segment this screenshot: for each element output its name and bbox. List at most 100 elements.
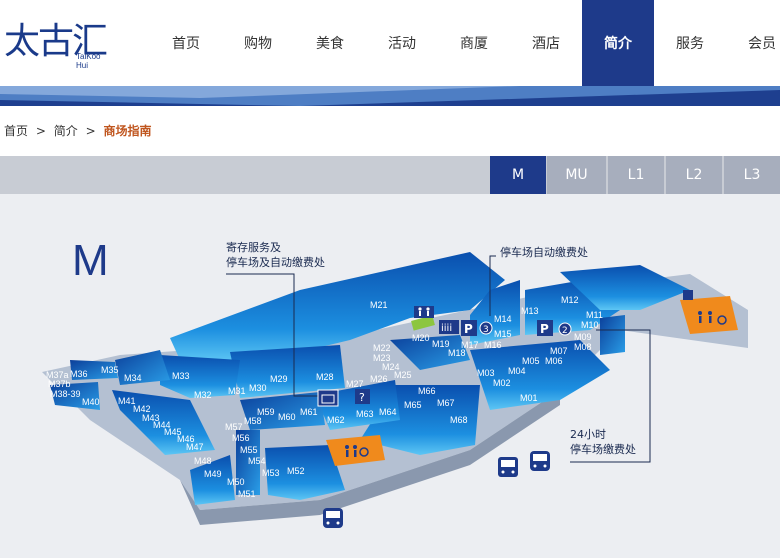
shop-m11[interactable]: M11 (586, 310, 603, 320)
shop-m22[interactable]: M22 (373, 343, 391, 353)
nav-events[interactable]: 活动 (388, 36, 416, 52)
nav-home[interactable]: 首页 (172, 36, 200, 52)
shop-m59[interactable]: M59 (257, 407, 275, 417)
nav-dining[interactable]: 美食 (316, 36, 344, 52)
nav-shopping[interactable]: 购物 (244, 36, 272, 52)
breadcrumb-home[interactable]: 首页 (4, 124, 29, 138)
shop-m13[interactable]: M13 (521, 306, 539, 316)
storage-annotation-line2: 停车场及自动缴费处 (226, 255, 325, 269)
shop-m34[interactable]: M34 (124, 373, 142, 383)
shop-m58[interactable]: M58 (244, 416, 262, 426)
floor-tab-l1[interactable]: L1 (608, 156, 664, 194)
shop-m18[interactable]: M18 (448, 348, 466, 358)
shop-m49[interactable]: M49 (204, 469, 222, 479)
restroom-icon[interactable]: iiii (439, 320, 459, 334)
shop-m12[interactable]: M12 (561, 295, 579, 305)
shop-m06[interactable]: M06 (545, 356, 563, 366)
shop-m52[interactable]: M52 (287, 466, 305, 476)
shop-m65[interactable]: M65 (404, 400, 422, 410)
shop-m61[interactable]: M61 (300, 407, 318, 417)
shop-m66[interactable]: M66 (418, 386, 436, 396)
shop-m27[interactable]: M27 (346, 379, 364, 389)
info-question-icon[interactable]: ? (355, 389, 370, 404)
shop-m07[interactable]: M07 (550, 346, 568, 356)
nav-about[interactable]: 简介 (582, 0, 654, 86)
metro-icon[interactable] (530, 451, 550, 471)
shop-m02[interactable]: M02 (493, 378, 511, 388)
bus-icon[interactable] (498, 457, 518, 477)
shop-m68[interactable]: M68 (450, 415, 468, 425)
shop-m19[interactable]: M19 (432, 339, 450, 349)
shop-m60[interactable]: M60 (278, 412, 296, 422)
shop-m46[interactable]: M46 (177, 434, 195, 444)
nav-hotel[interactable]: 酒店 (532, 36, 560, 52)
shop-m36[interactable]: M36 (70, 369, 88, 379)
metro-icon[interactable] (323, 508, 343, 528)
shop-m17[interactable]: M17 (461, 340, 479, 350)
shop-m14[interactable]: M14 (494, 314, 512, 324)
shop-m30[interactable]: M30 (249, 383, 267, 393)
breadcrumb-section[interactable]: 简介 (53, 124, 78, 138)
shop-m43[interactable]: M43 (142, 413, 160, 423)
shop-m25[interactable]: M25 (394, 370, 412, 380)
shop-m53[interactable]: M53 (262, 468, 280, 478)
shop-m40[interactable]: M40 (82, 397, 100, 407)
shop-m23[interactable]: M23 (373, 353, 391, 363)
shop-m35[interactable]: M35 (101, 365, 119, 375)
shop-m20[interactable]: M20 (412, 333, 430, 343)
shop-m32[interactable]: M32 (194, 390, 212, 400)
nav-members[interactable]: 会员 (748, 36, 776, 52)
shop-m16[interactable]: M16 (484, 340, 502, 350)
shop-m01[interactable]: M01 (520, 393, 538, 403)
shop-m37b[interactable]: M37b (48, 379, 71, 389)
restroom-icon[interactable] (414, 306, 434, 318)
shop-m45[interactable]: M45 (164, 427, 182, 437)
nav-office[interactable]: 商厦 (460, 36, 488, 52)
shop-m03[interactable]: M03 (477, 368, 495, 378)
shop-m38-39[interactable]: M38-39 (50, 389, 81, 399)
parking-icon[interactable]: P (461, 320, 477, 336)
shop-m47[interactable]: M47 (186, 442, 204, 452)
shop-m15[interactable]: M15 (494, 329, 512, 339)
floor-tab-l2[interactable]: L2 (666, 156, 722, 194)
floor-tab-l3[interactable]: L3 (724, 156, 780, 194)
shop-m05[interactable]: M05 (522, 356, 540, 366)
shop-m08[interactable]: M08 (574, 342, 592, 352)
shop-m28[interactable]: M28 (316, 372, 334, 382)
storage-locker-icon[interactable] (317, 389, 339, 407)
shop-m67[interactable]: M67 (437, 398, 455, 408)
shop-m26[interactable]: M26 (370, 374, 388, 384)
breadcrumb-current: 商场指南 (103, 124, 152, 138)
escalator-icon[interactable] (683, 290, 693, 300)
shop-m33[interactable]: M33 (172, 371, 190, 381)
shop-m04[interactable]: M04 (508, 366, 526, 376)
shop-m62[interactable]: M62 (327, 415, 345, 425)
shop-m09[interactable]: M09 (574, 332, 592, 342)
shop-m54[interactable]: M54 (248, 456, 266, 466)
shop-m21[interactable]: M21 (370, 300, 388, 310)
shop-m44[interactable]: M44 (153, 420, 171, 430)
shop-m42[interactable]: M42 (133, 404, 151, 414)
shop-m41[interactable]: M41 (118, 396, 136, 406)
restroom-icon[interactable] (698, 311, 727, 325)
shop-m51[interactable]: M51 (238, 489, 256, 499)
shop-m10[interactable]: M10 (581, 320, 599, 330)
shop-m31[interactable]: M31 (228, 386, 246, 396)
shop-m29[interactable]: M29 (270, 374, 288, 384)
restroom-icon[interactable] (345, 445, 369, 457)
shop-m37a[interactable]: M37a (46, 370, 69, 380)
shop-m48[interactable]: M48 (194, 456, 212, 466)
facility-icons: iiii P 3 P 2 ? (317, 290, 727, 528)
shop-m50[interactable]: M50 (227, 477, 245, 487)
parking-icon[interactable]: P (537, 320, 553, 336)
shop-m55[interactable]: M55 (240, 445, 258, 455)
floor-tab-m[interactable]: M (490, 156, 546, 194)
shop-m64[interactable]: M64 (379, 407, 397, 417)
nav-services[interactable]: 服务 (676, 36, 704, 52)
shop-m57[interactable]: M57 (225, 422, 243, 432)
floor-tab-mu[interactable]: MU (547, 156, 606, 194)
shop-m24[interactable]: M24 (382, 362, 400, 372)
shop-m63[interactable]: M63 (356, 409, 374, 419)
shop-m56[interactable]: M56 (232, 433, 250, 443)
